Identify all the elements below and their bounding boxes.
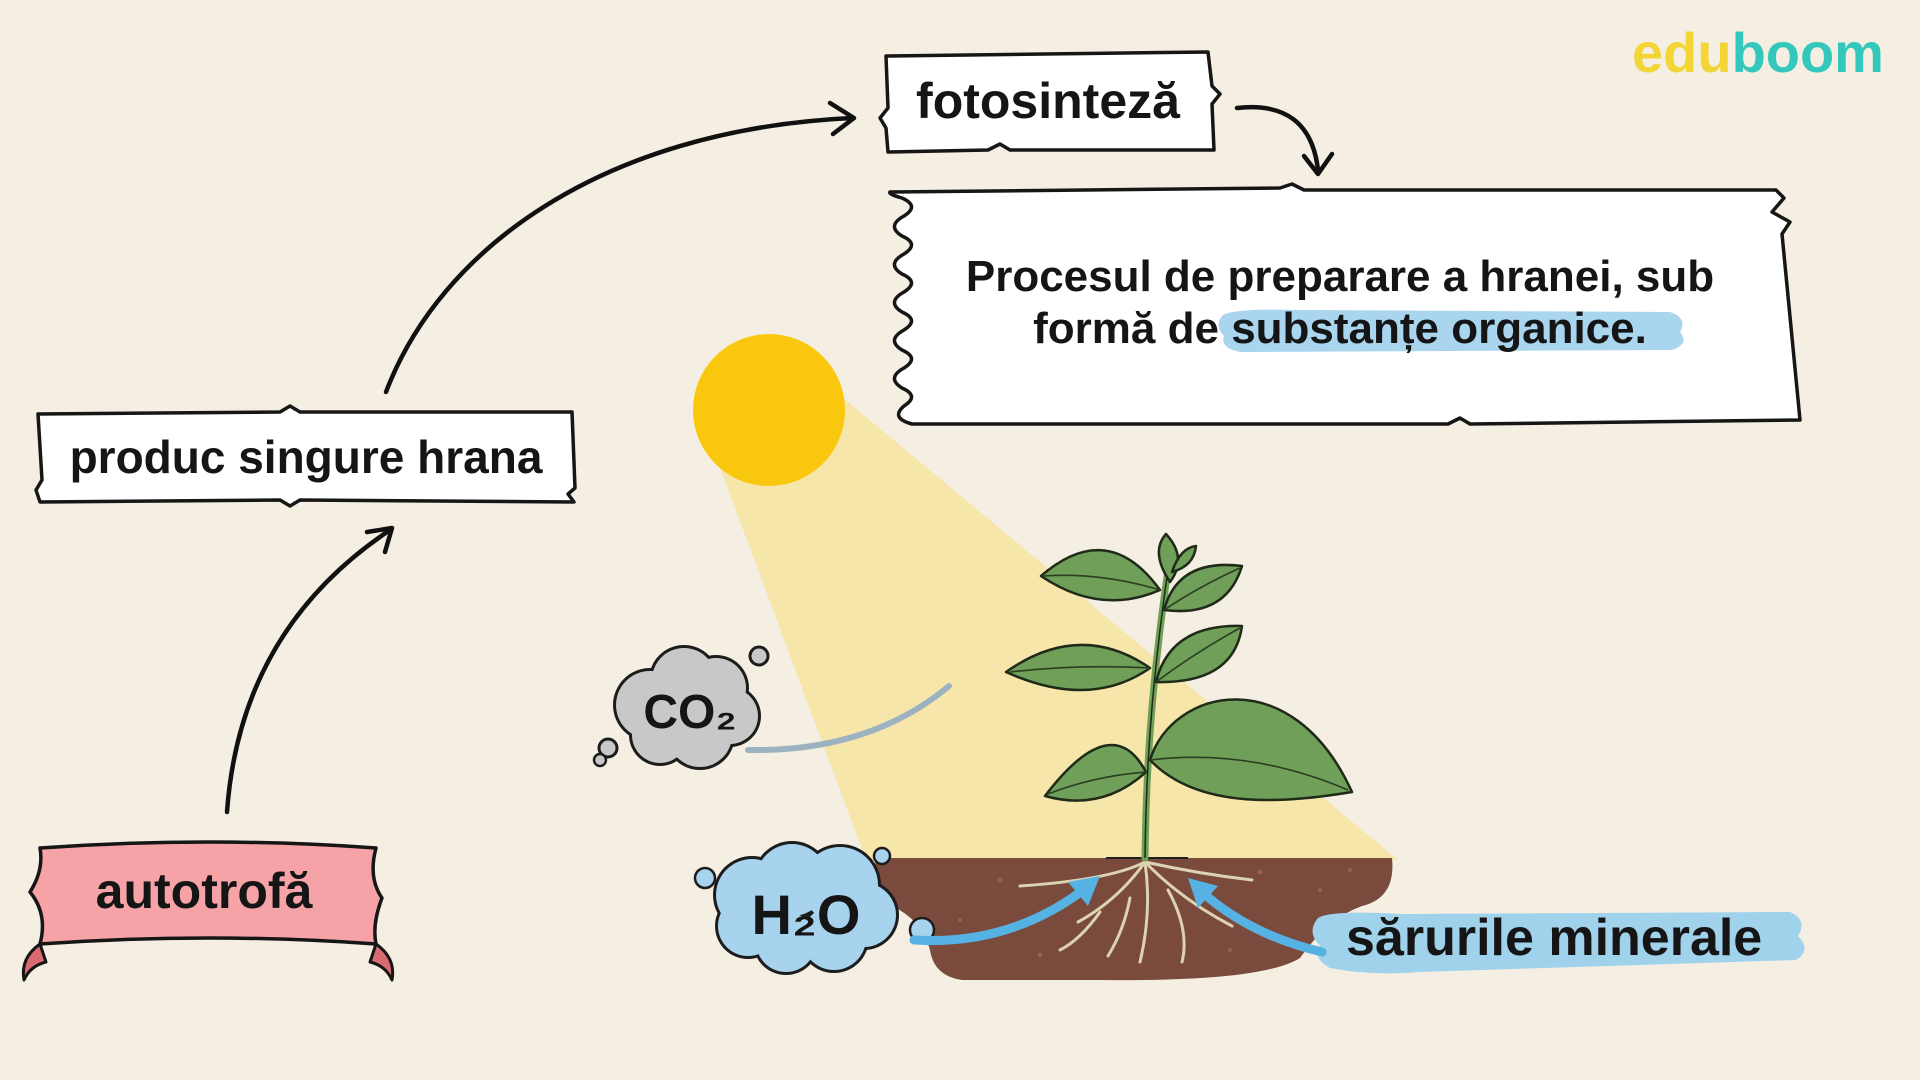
arrow-produc-to-fotosinteza (383, 100, 857, 395)
definition-line-1: Procesul de preparare a hranei, sub (966, 252, 1714, 301)
produc-label: produc singure hrana (70, 431, 543, 483)
sun-icon (693, 334, 845, 486)
logo-edu: edu (1632, 21, 1732, 84)
fotosinteza-label: fotosinteză (916, 73, 1181, 129)
autotrofa-banner: autotrofă (21, 840, 395, 982)
h2o-blob: H₂O (693, 841, 936, 975)
eduboom-logo: eduboom (1632, 21, 1884, 84)
minerals-label: sărurile minerale (1346, 909, 1762, 967)
arrow-autotrofa-to-produc (224, 525, 395, 815)
water-droplet-left (693, 866, 717, 890)
minerals-to-roots-arrow (1188, 878, 1327, 957)
fotosinteza-box: fotosinteză (878, 50, 1222, 154)
plant-roots (1018, 860, 1254, 964)
definition-line-2-start: formă de (1033, 304, 1231, 353)
water-droplet-top (872, 846, 892, 866)
leaf-large-right (1148, 698, 1354, 802)
co2-to-plant-line (745, 683, 952, 754)
co2-puff-bottom (597, 737, 619, 759)
definition-highlight-text: substanțe organice. (1231, 304, 1647, 353)
soil (874, 858, 1393, 981)
co2-label: CO₂ (643, 686, 736, 739)
co2-puff-top (748, 645, 770, 667)
plant (1004, 532, 1354, 862)
leaf-middle-right (1154, 624, 1244, 684)
produc-box: produc singure hrana (34, 404, 577, 508)
minerals-highlight (1312, 912, 1805, 974)
autotrofa-label: autotrofă (96, 863, 314, 919)
leaf-top-left (1039, 548, 1162, 602)
definition-box: Procesul de preparare a hranei, sub form… (888, 182, 1802, 426)
logo-boom: boom (1732, 21, 1884, 84)
water-to-roots-arrow (909, 876, 1100, 946)
definition-line-2: formă de substanțe organice. (1033, 304, 1647, 353)
co2-cloud: CO₂ (592, 645, 770, 770)
definition-highlight (1218, 309, 1684, 352)
leaf-bud-small (1170, 544, 1198, 574)
h2o-label: H₂O (752, 883, 861, 946)
arrow-fotosinteza-to-definition (1234, 104, 1335, 177)
